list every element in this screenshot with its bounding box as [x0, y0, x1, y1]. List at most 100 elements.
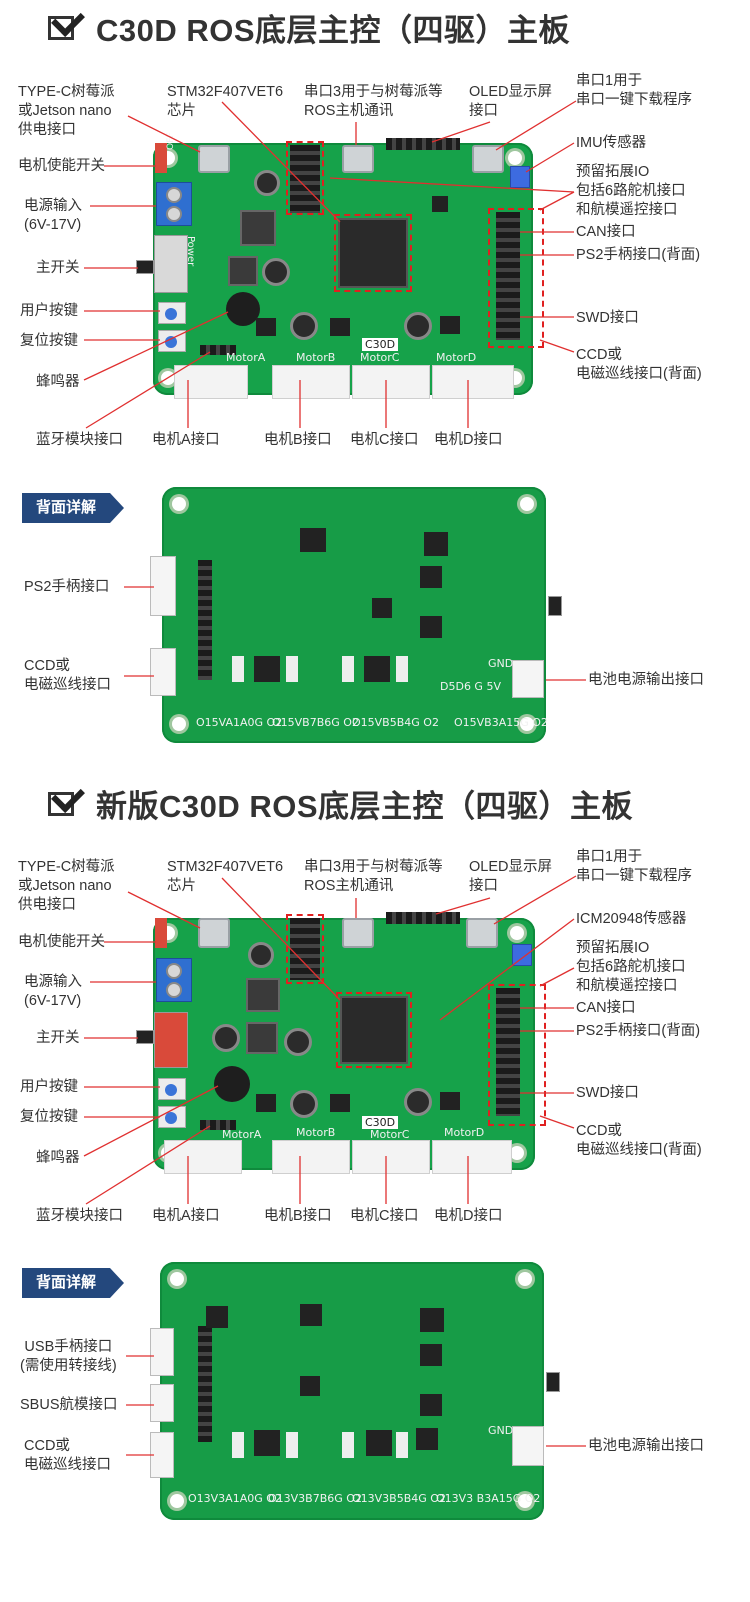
back2-switch-lever[interactable]	[546, 1372, 560, 1392]
back1-ic-3	[372, 598, 392, 618]
stm32-highlight-2	[336, 992, 412, 1068]
checkbox-icon	[48, 779, 85, 818]
back1-switch-lever[interactable]	[548, 596, 562, 616]
back1-label-battery-out: 电池电源输出接口	[588, 672, 704, 688]
silk-motor-c: MotorC	[360, 351, 400, 364]
back2-ccd-connector[interactable]	[150, 1432, 174, 1478]
motor-d-connector-2[interactable]	[432, 1140, 512, 1174]
back2-pin-field	[198, 1326, 212, 1442]
typec-power-port[interactable]	[198, 145, 230, 173]
back1-battery-connector[interactable]	[512, 660, 544, 698]
label2-uart3: 串口3用于与树莓派等 ROS主机通讯	[304, 859, 443, 894]
back1-label-ccd: CCD或 电磁巡线接口	[24, 658, 111, 693]
back1-ccd-connector[interactable]	[150, 648, 176, 696]
back2-silk-bottom4: O13V3 B3A15G O2	[436, 1492, 541, 1505]
oled-header[interactable]	[386, 138, 460, 150]
imu-sensor	[510, 166, 530, 188]
reset-button[interactable]	[158, 330, 186, 352]
inductor-2-2	[246, 1022, 278, 1054]
motor-b-connector-2[interactable]	[272, 1140, 350, 1174]
capacitor-2-2	[212, 1024, 240, 1052]
main-power-switch[interactable]	[154, 235, 188, 293]
back2-silk-gnd: GND	[488, 1424, 514, 1437]
main-switch-lever[interactable]	[136, 260, 154, 274]
typec-power-port-2[interactable]	[198, 918, 230, 948]
back2-ic-7	[254, 1430, 280, 1456]
motor-d-connector[interactable]	[432, 365, 514, 399]
buzzer	[226, 292, 260, 326]
power-input-terminal[interactable]	[156, 182, 192, 226]
back1-pin-field	[198, 560, 212, 680]
uart3-typec-port[interactable]	[342, 145, 374, 173]
uart1-typec-port-2[interactable]	[466, 918, 498, 948]
capacitor-2-3	[284, 1028, 312, 1056]
capacitor-4	[254, 170, 280, 196]
label-motor-enable: 电机使能开关	[18, 158, 105, 174]
main-switch-lever-2[interactable]	[136, 1030, 154, 1044]
imu-chip	[432, 196, 448, 212]
back2-ic-9	[416, 1428, 438, 1450]
motor-enable-switch-2[interactable]	[155, 918, 167, 948]
label-swd: SWD接口	[576, 310, 639, 326]
label2-uart1: 串口1用于 串口一键下载程序	[576, 849, 692, 884]
motor-a-connector-2[interactable]	[164, 1140, 242, 1174]
silk-motor-b-2: MotorB	[296, 1126, 336, 1139]
back2-ic-8	[366, 1430, 392, 1456]
checkbox-icon	[48, 3, 85, 42]
back2-label-usb: USB手柄接口 (需使用转接线)	[20, 1339, 117, 1374]
motor-a-connector[interactable]	[174, 365, 248, 399]
label-motor-a: 电机A接口	[152, 432, 220, 448]
expansion-io-header[interactable]	[496, 212, 520, 340]
back2-silk-bottom2: O13V3B7B6G O2	[268, 1492, 362, 1505]
back2-resistor-1	[232, 1432, 244, 1458]
silk-motor-d: MotorD	[436, 351, 477, 364]
back1-ic-4	[420, 566, 442, 588]
power-input-terminal-2[interactable]	[156, 958, 192, 1002]
section1-title: C30D ROS底层主控（四驱）主板	[48, 3, 570, 48]
motor-c-connector-2[interactable]	[352, 1140, 430, 1174]
oled-header-2[interactable]	[386, 912, 460, 924]
expansion-io-highlight	[488, 208, 544, 348]
reset-button-2[interactable]	[158, 1106, 186, 1128]
silk-motor-a-2: MotorA	[222, 1128, 262, 1141]
driver-ic-2-2	[440, 1092, 460, 1110]
back1-silk-bottom2: O15VB7B6G O2	[272, 716, 359, 729]
motor-b-connector[interactable]	[272, 365, 350, 399]
leader-ccd	[539, 339, 575, 353]
back2-label-battery-out: 电池电源输出接口	[588, 1438, 704, 1454]
back1-silk-gnd: GND	[488, 657, 514, 670]
silk-model: C30D	[362, 338, 399, 351]
back2-label-sbus: SBUS航模接口	[20, 1397, 118, 1413]
back2-sbus-connector[interactable]	[150, 1384, 174, 1422]
main-power-switch-2[interactable]	[154, 1012, 188, 1068]
board1-back	[162, 487, 546, 743]
label-can: CAN接口	[576, 224, 636, 240]
back2-silk-bottom1: O13V3A1A0G O2	[188, 1492, 282, 1505]
capacitor-2-1	[248, 942, 274, 968]
back1-label-ps2: PS2手柄接口	[24, 579, 110, 595]
back1-badge: 背面详解	[22, 493, 126, 523]
label-oled: OLED显示屏 接口	[469, 84, 552, 119]
user-button-2[interactable]	[158, 1078, 186, 1100]
back2-usb-connector[interactable]	[150, 1328, 174, 1376]
label2-user-key: 用户按键	[20, 1079, 78, 1095]
back2-ic-2	[300, 1304, 322, 1326]
label-bluetooth: 蓝牙模块接口	[36, 432, 123, 448]
back2-battery-connector[interactable]	[512, 1426, 544, 1466]
back2-ic-3	[420, 1308, 444, 1332]
uart1-typec-port[interactable]	[472, 145, 504, 173]
back1-ps2-connector[interactable]	[150, 556, 176, 616]
back1-badge-text: 背面详解	[35, 499, 96, 516]
motor-c-connector[interactable]	[352, 365, 430, 399]
inductor-l3	[240, 210, 276, 246]
label2-swd: SWD接口	[576, 1085, 639, 1101]
back1-ic-1	[300, 528, 326, 552]
label-motor-b: 电机B接口	[264, 432, 332, 448]
back1-resistor-4	[396, 656, 408, 682]
back1-ic-7	[364, 656, 390, 682]
back2-ic-4	[420, 1344, 442, 1366]
capacitor-2	[290, 312, 318, 340]
user-button[interactable]	[158, 302, 186, 324]
uart3-typec-port-2[interactable]	[342, 918, 374, 948]
label2-ccd: CCD或 电磁巡线接口(背面)	[576, 1123, 702, 1158]
